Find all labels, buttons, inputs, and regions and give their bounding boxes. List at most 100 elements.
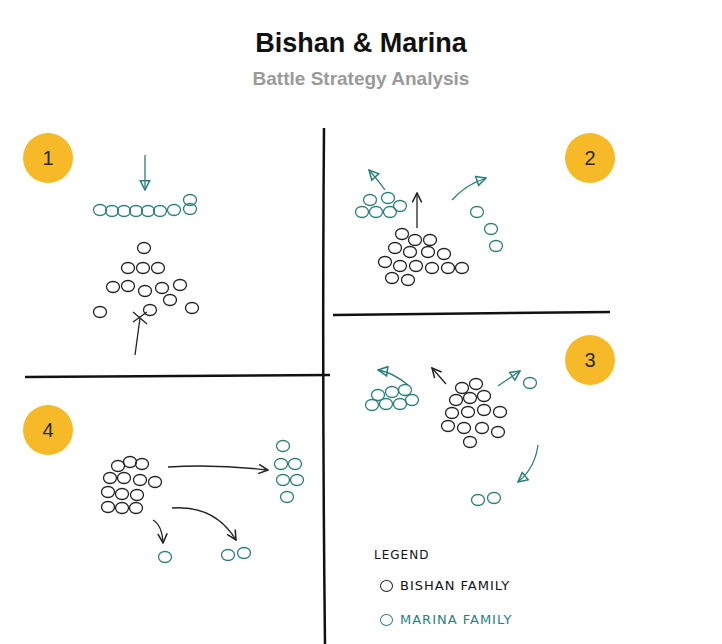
unit-ellipse	[281, 492, 294, 503]
unit-ellipse	[356, 207, 369, 218]
arrow	[369, 170, 385, 190]
unit-ellipse	[138, 243, 151, 254]
arrow	[432, 368, 446, 384]
unit-ellipse	[386, 387, 399, 398]
left-divider	[25, 375, 330, 377]
title: Bishan & Marina	[0, 28, 722, 59]
unit-ellipse	[406, 395, 419, 406]
unit-ellipse	[289, 459, 302, 470]
unit-ellipse	[222, 550, 235, 561]
unit-ellipse	[446, 408, 459, 419]
unit-ellipse	[139, 286, 152, 297]
unit-ellipse	[122, 281, 135, 292]
unit-ellipse	[102, 502, 115, 513]
unit-ellipse	[124, 457, 137, 468]
unit-ellipse	[458, 423, 471, 434]
legend-text: BISHAN FAMILY	[400, 578, 510, 593]
unit-ellipse	[462, 407, 475, 418]
unit-ellipse	[478, 405, 491, 416]
unit-ellipse	[131, 490, 144, 501]
arrow-cross	[133, 312, 147, 324]
unit-ellipse	[370, 207, 383, 218]
unit-ellipse	[107, 282, 120, 293]
unit-ellipse	[275, 459, 288, 470]
unit-ellipse	[382, 193, 395, 204]
subtitle: Battle Strategy Analysis	[0, 68, 722, 90]
legend-swatch	[380, 614, 393, 626]
unit-ellipse	[277, 475, 290, 486]
unit-ellipse	[122, 263, 135, 274]
unit-ellipse	[159, 552, 172, 563]
movement-arrows	[133, 155, 538, 543]
unit-ellipse	[136, 459, 149, 470]
unit-ellipse	[470, 379, 483, 390]
unit-ellipse	[492, 427, 505, 438]
unit-ellipse	[118, 473, 131, 484]
arrow	[135, 318, 140, 355]
unit-ellipse	[456, 263, 469, 274]
callout-text: 4	[42, 419, 53, 442]
unit-ellipse	[485, 224, 498, 235]
unit-ellipse	[476, 423, 489, 434]
callout-text: 2	[584, 147, 595, 170]
unit-ellipse	[524, 378, 537, 389]
legend-text: MARINA FAMILY	[400, 612, 512, 627]
legend-entry: MARINA FAMILY	[380, 612, 512, 627]
callout-number: 4	[23, 405, 73, 455]
callout-number: 3	[565, 335, 615, 385]
callout-text: 3	[584, 349, 595, 372]
legend-entry: BISHAN FAMILY	[380, 578, 510, 593]
unit-ellipse	[396, 229, 409, 240]
unit-ellipse	[118, 206, 131, 217]
unit-ellipse	[394, 399, 407, 410]
unit-ellipse	[490, 241, 503, 252]
unit-ellipse	[116, 489, 129, 500]
unit-ellipse	[112, 461, 125, 472]
unit-ellipse	[472, 495, 485, 506]
callout-text: 1	[42, 147, 53, 170]
arrow	[498, 371, 520, 386]
unit-ellipse	[116, 503, 129, 514]
unit-ellipse	[186, 303, 199, 314]
unit-ellipse	[394, 201, 407, 212]
unit-ellipse	[442, 263, 455, 274]
unit-ellipse	[494, 407, 507, 418]
unit-ellipse	[464, 437, 477, 448]
unit-ellipse	[488, 493, 501, 504]
unit-ellipse	[450, 395, 463, 406]
unit-ellipse	[130, 503, 143, 514]
unit-ellipse	[478, 391, 491, 402]
unit-ellipse	[156, 283, 169, 294]
arrow	[172, 508, 236, 540]
unit-ellipse	[238, 548, 251, 559]
unit-ellipse	[102, 487, 115, 498]
arrow	[168, 466, 268, 470]
callout-number: 1	[23, 133, 73, 183]
unit-ellipse	[379, 257, 392, 268]
unit-ellipse	[149, 477, 162, 488]
unit-ellipse	[404, 247, 417, 258]
unit-ellipse	[471, 207, 484, 218]
unit-ellipse	[389, 243, 402, 254]
unit-ellipse	[142, 206, 155, 217]
quadrant-lines	[25, 128, 610, 644]
arrow	[378, 370, 408, 385]
unit-ellipse	[164, 295, 177, 306]
unit-ellipse	[137, 263, 150, 274]
unit-ellipse	[399, 385, 412, 396]
unit-ellipse	[438, 249, 451, 260]
unit-ellipse	[277, 441, 290, 452]
unit-ellipse	[168, 205, 181, 216]
unit-marks	[94, 193, 537, 563]
unit-ellipse	[364, 195, 377, 206]
unit-ellipse	[94, 307, 107, 318]
arrow	[144, 155, 145, 190]
unit-ellipse	[442, 421, 455, 432]
unit-ellipse	[426, 263, 439, 274]
unit-ellipse	[104, 473, 117, 484]
unit-ellipse	[366, 400, 379, 411]
unit-ellipse	[134, 475, 147, 486]
arrow	[416, 193, 417, 228]
unit-ellipse	[106, 206, 119, 217]
